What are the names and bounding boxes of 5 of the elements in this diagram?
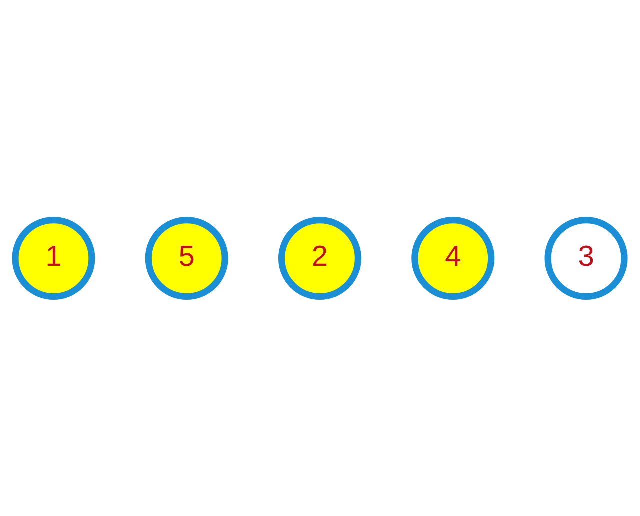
node-circle: 5 <box>145 216 228 300</box>
node-circle: 1 <box>12 216 96 300</box>
node-circle: 3 <box>544 216 628 300</box>
node-circle: 2 <box>278 216 362 300</box>
node-circle: 4 <box>412 216 495 300</box>
